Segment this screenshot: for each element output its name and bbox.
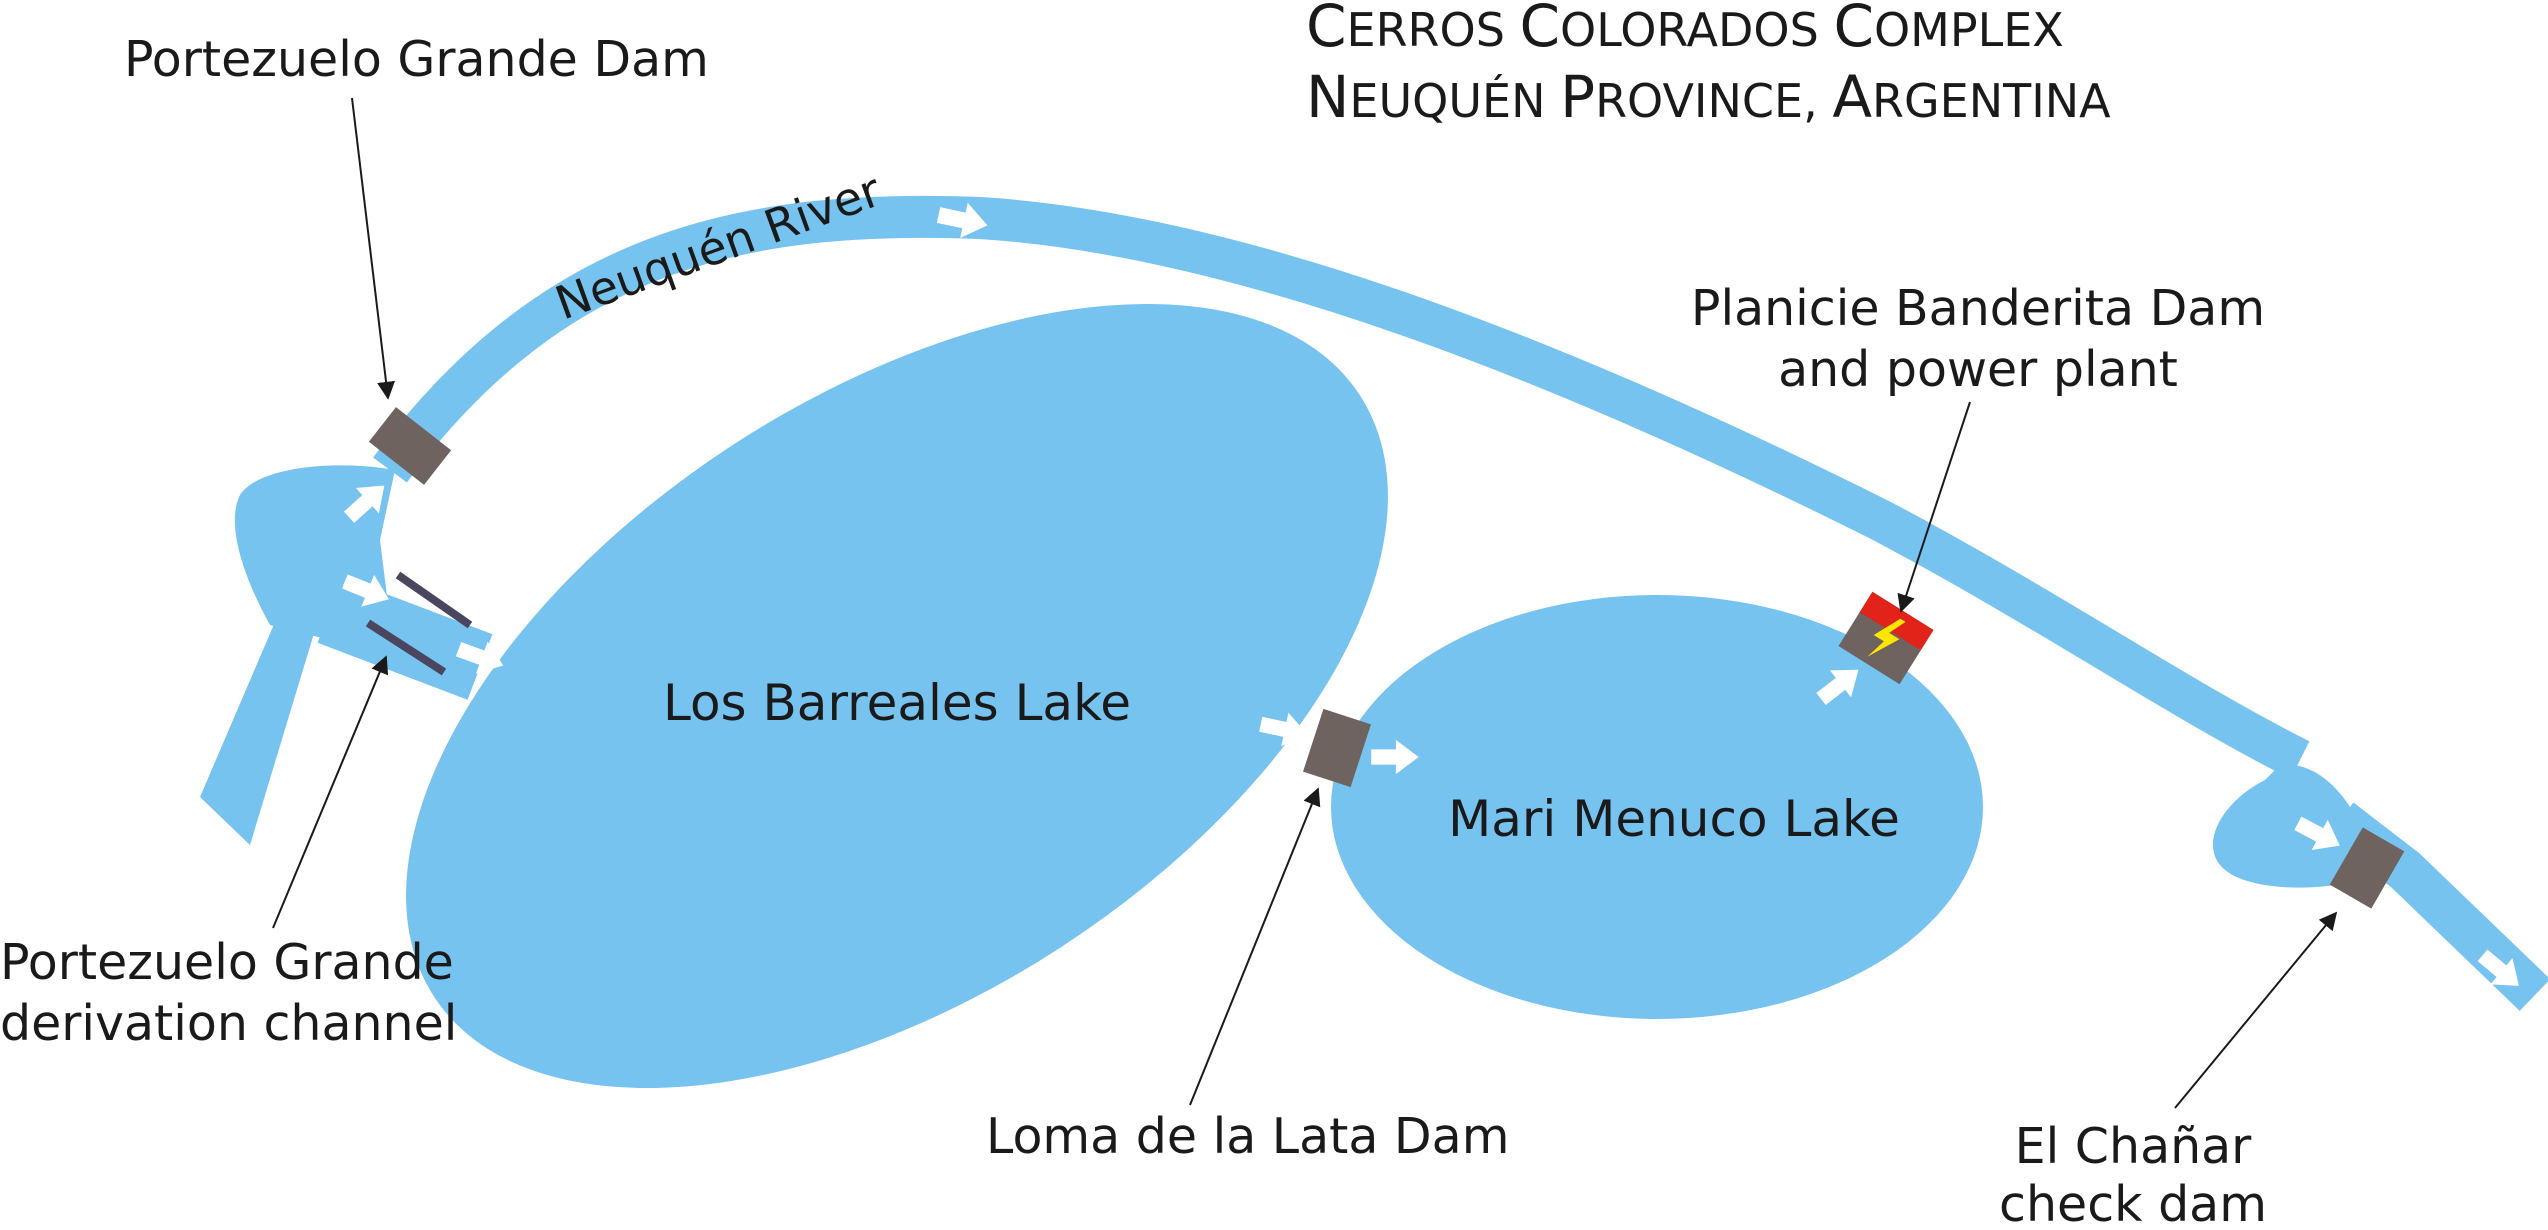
dams (368, 407, 2405, 909)
chanar-dam-label-2: check dam (1999, 1176, 2267, 1225)
pointer-portezuelo-dam (351, 97, 396, 400)
portezuelo-dam-label: Portezuelo Grande Dam (124, 31, 709, 88)
flow-arrow (1955, 618, 2013, 669)
derivation-channel (317, 577, 493, 700)
mari-menuco-lake (1331, 595, 1983, 1019)
pointer-planicie-dam (1897, 401, 1971, 613)
planicie-dam-label-2: and power plant (1778, 341, 2178, 398)
pointer-loma-dam (1189, 787, 1321, 1106)
chanar-dam-label-1: El Chañar (2015, 1118, 2253, 1175)
barreales-lake-label: Los Barreales Lake (663, 674, 1131, 732)
river-label: Neuquén River (548, 163, 887, 331)
planicie-banderita-dam (1838, 591, 1934, 685)
water-bodies (200, 195, 2548, 1089)
lightning-icon (1867, 618, 1906, 657)
chanar-pool (2212, 764, 2371, 888)
loma-dam-label: Loma de la Lata Dam (986, 1108, 1509, 1165)
neuquen-river-inflow (200, 597, 325, 845)
title-block: CERROS COLORADOS COMPLEX NEUQUÉN PROVINC… (1306, 0, 2111, 131)
neuquen-river-upper (373, 195, 2310, 779)
loma-de-la-lata-dam (1303, 708, 1371, 788)
channel-label-1: Portezuelo Grande (0, 934, 454, 991)
planicie-dam-label-1: Planicie Banderita Dam (1691, 280, 2265, 337)
title-line-2: NEUQUÉN PROVINCE, ARGENTINA (1306, 63, 2111, 131)
leader-lines (272, 97, 2338, 1109)
channel-walls (365, 571, 473, 676)
los-barreales-lake (406, 303, 1388, 1089)
channel-wall-upper (395, 571, 473, 629)
portezuelo-grande-dam (368, 407, 452, 485)
el-chanar-check-dam (2329, 827, 2405, 909)
menuco-lake-label: Mari Menuco Lake (1448, 790, 1900, 848)
pointer-chanar-dam (2174, 911, 2338, 1109)
channel-wall-lower (365, 619, 447, 676)
pointer-derivation-channel (272, 655, 389, 929)
channel-label-2: derivation channel (0, 995, 457, 1052)
title-line-1: CERROS COLORADOS COMPLEX (1306, 0, 2064, 60)
